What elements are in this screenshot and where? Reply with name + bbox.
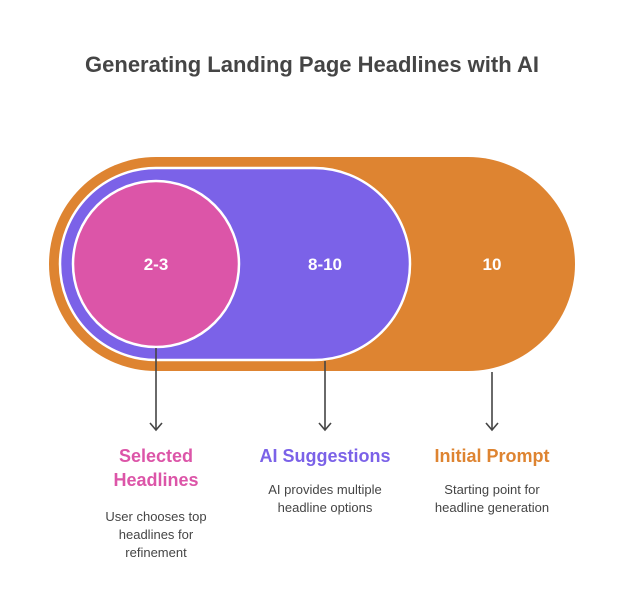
- initial-description: Starting point for headline generation: [434, 482, 550, 515]
- initial-label: Initial Prompt: [434, 446, 550, 466]
- selected-headlines-circle: [71, 179, 241, 349]
- ai-description: AI provides multiple headline options: [268, 482, 382, 515]
- ai-arrow: [318, 361, 332, 432]
- selected-arrow: [149, 348, 163, 432]
- initial-arrow: [485, 372, 499, 432]
- ai-label: AI Suggestions: [259, 446, 391, 466]
- selected-value: 2-3: [144, 255, 169, 274]
- selected-label: Selected Headlines: [113, 446, 199, 490]
- selected-description: User chooses top headlines for refinemen…: [105, 509, 207, 560]
- ai-value: 8-10: [308, 255, 342, 274]
- page-title: Generating Landing Page Headlines with A…: [85, 52, 539, 77]
- initial-value: 10: [483, 255, 502, 274]
